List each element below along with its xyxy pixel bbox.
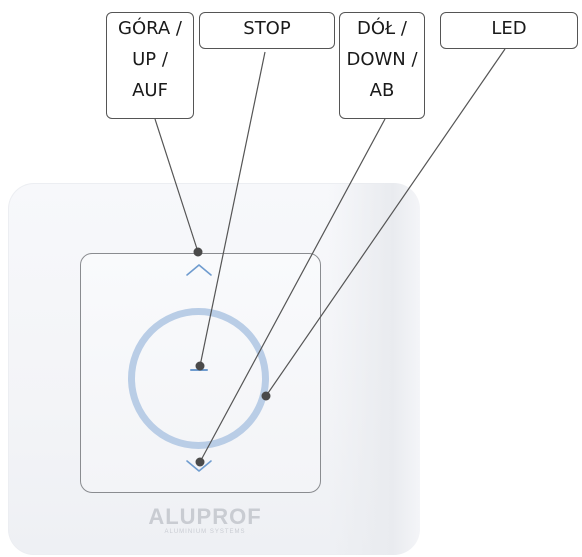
stop-bar-icon[interactable] bbox=[190, 369, 208, 371]
logo-brand-text: ALUPROF bbox=[148, 504, 262, 529]
chevron-down-icon[interactable] bbox=[185, 458, 213, 474]
callout-up: GÓRA / UP / AUF bbox=[106, 12, 194, 119]
switch-frame-side bbox=[328, 183, 420, 555]
chevron-up-icon[interactable] bbox=[185, 262, 213, 278]
led-ring bbox=[128, 308, 269, 449]
logo-subtext: ALUMINIUM SYSTEMS bbox=[164, 529, 246, 535]
callout-stop-line-1: STOP bbox=[243, 18, 291, 39]
callout-down-line-3: AB bbox=[369, 80, 395, 101]
aluprof-logo: ALUPROF ALUMINIUM SYSTEMS bbox=[130, 506, 280, 536]
callout-down-line-1: DÓŁ / bbox=[357, 18, 407, 39]
callout-down-line-2: DOWN / bbox=[346, 49, 418, 70]
callout-up-line-2: UP / bbox=[132, 49, 168, 70]
callout-up-line-1: GÓRA / bbox=[118, 18, 182, 39]
callout-down: DÓŁ / DOWN / AB bbox=[339, 12, 425, 119]
callout-led-line-1: LED bbox=[491, 18, 527, 39]
callout-up-line-3: AUF bbox=[132, 80, 168, 101]
callout-led: LED bbox=[440, 12, 578, 49]
callout-stop: STOP bbox=[199, 12, 335, 49]
